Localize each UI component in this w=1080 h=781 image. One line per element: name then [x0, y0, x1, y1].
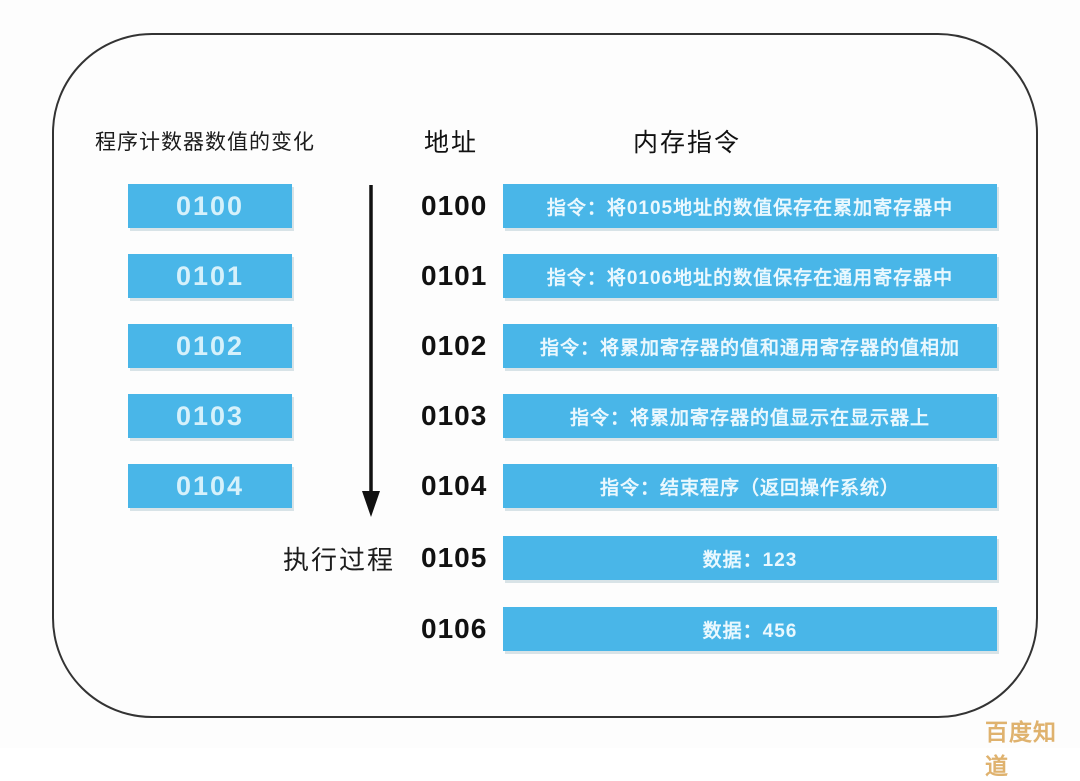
address-label: 0104 [421, 470, 488, 501]
memory-instruction-column-header: 内存指令 [633, 129, 742, 157]
address-label: 0101 [421, 260, 488, 291]
address-label: 0103 [421, 400, 488, 431]
address-label: 0102 [421, 330, 488, 361]
memory-cell: 指令：将累加寄存器的值显示在显示器上 [503, 394, 997, 438]
down-arrow-icon [362, 185, 380, 517]
memory-cell: 指令：结束程序（返回操作系统） [503, 464, 997, 508]
pc-box-0101: 0101 [128, 254, 292, 298]
diagram-canvas: 程序计数器数值的变化 地址 内存指令 0100 0101 0102 0103 0… [52, 33, 1056, 779]
memory-cell: 指令：将0105地址的数值保存在累加寄存器中 [503, 184, 997, 228]
pc-box-0102: 0102 [128, 324, 292, 368]
address-label: 0106 [421, 613, 488, 644]
memory-cell: 数据：123 [503, 536, 997, 580]
address-column-header: 地址 [424, 129, 479, 157]
program-counter-header: 程序计数器数值的变化 [95, 131, 315, 154]
pc-box-0100: 0100 [128, 184, 292, 228]
memory-cell: 指令：将0106地址的数值保存在通用寄存器中 [503, 254, 997, 298]
execution-process-label: 执行过程 [283, 545, 396, 575]
address-label: 0100 [421, 190, 488, 221]
memory-cell: 指令：将累加寄存器的值和通用寄存器的值相加 [503, 324, 997, 368]
baidu-zhidao-watermark: 百度知道 [985, 719, 1057, 779]
pc-box-0103: 0103 [128, 394, 292, 438]
pc-box-0104: 0104 [128, 464, 292, 508]
address-label: 0105 [421, 542, 488, 573]
rounded-border-frame [52, 33, 1038, 718]
memory-cell: 数据：456 [503, 607, 997, 651]
